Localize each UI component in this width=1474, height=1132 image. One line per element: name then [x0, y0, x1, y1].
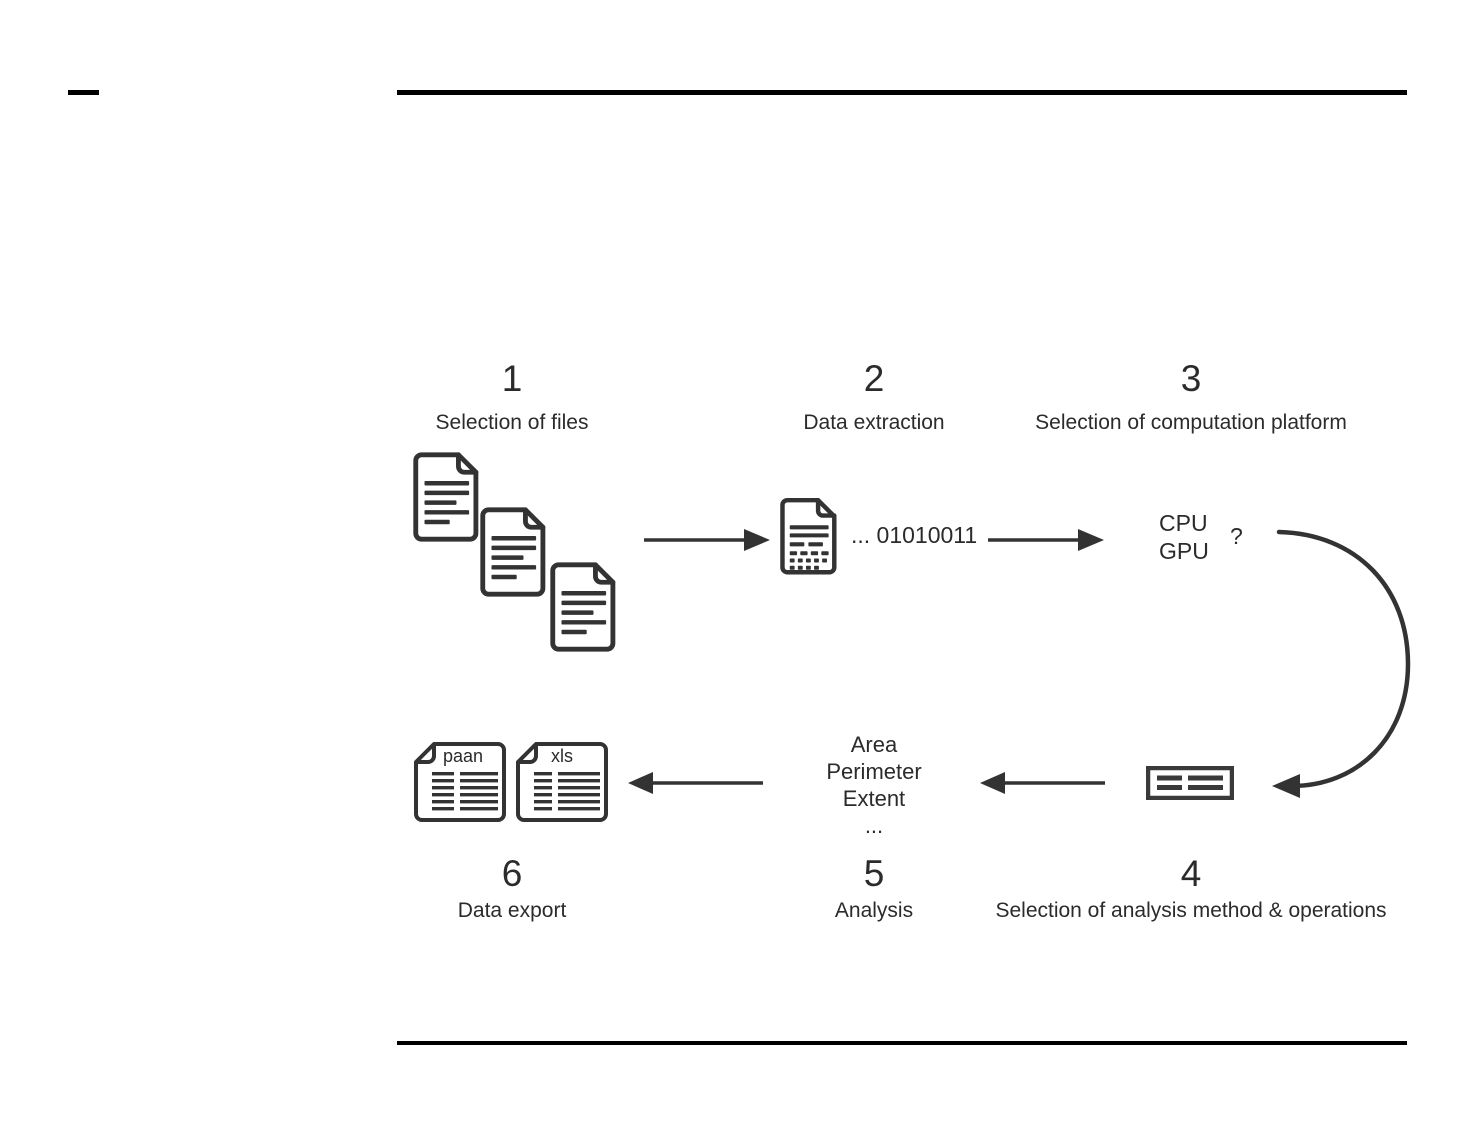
arrow-operations-to-analysis	[980, 765, 1105, 801]
arrow-extraction-to-platform	[988, 520, 1108, 560]
binary-string-value: ... 01010011	[851, 522, 978, 548]
metric-perimeter: Perimeter	[826, 759, 922, 784]
step-6-label: Data export	[457, 899, 567, 922]
platform-option-cpu[interactable]: CPU	[1159, 510, 1208, 536]
step-5-number: 5	[863, 853, 885, 894]
top-horizontal-rule	[397, 90, 1407, 95]
step-3-number: 3	[1180, 358, 1202, 399]
question-mark-icon: ?	[1230, 523, 1243, 549]
arrow-platform-to-operations	[1262, 518, 1427, 808]
step-4-label: Selection of analysis method & operation…	[995, 899, 1387, 922]
step-6-number: 6	[501, 853, 523, 894]
bottom-horizontal-rule	[397, 1041, 1407, 1045]
export-file-label-1: paan	[443, 746, 484, 766]
platform-option-gpu[interactable]: GPU	[1159, 538, 1209, 564]
arrow-analysis-to-export	[628, 765, 763, 801]
step-2-label: Data extraction	[803, 411, 945, 434]
three-documents-icon	[405, 448, 635, 658]
step-1-number: 1	[501, 358, 523, 399]
arrow-files-to-extraction	[644, 520, 774, 560]
step-4-number: 4	[1180, 853, 1202, 894]
two-export-files-icon	[412, 740, 610, 824]
step-3-label: Selection of computation platform	[1035, 411, 1347, 434]
metric-extent: Extent	[842, 786, 906, 811]
document-binary-icon	[776, 494, 844, 576]
page-corner-mark	[68, 90, 99, 95]
metrics-list: Area Perimeter Extent ...	[826, 731, 921, 839]
step-5-label: Analysis	[834, 899, 914, 922]
step-1-label: Selection of files	[435, 411, 589, 434]
export-file-label-2: xls	[551, 746, 573, 766]
metric-ellipsis: ...	[864, 813, 884, 838]
operations-bar-icon	[1146, 766, 1234, 800]
metric-area: Area	[850, 732, 898, 757]
step-2-number: 2	[863, 358, 885, 399]
